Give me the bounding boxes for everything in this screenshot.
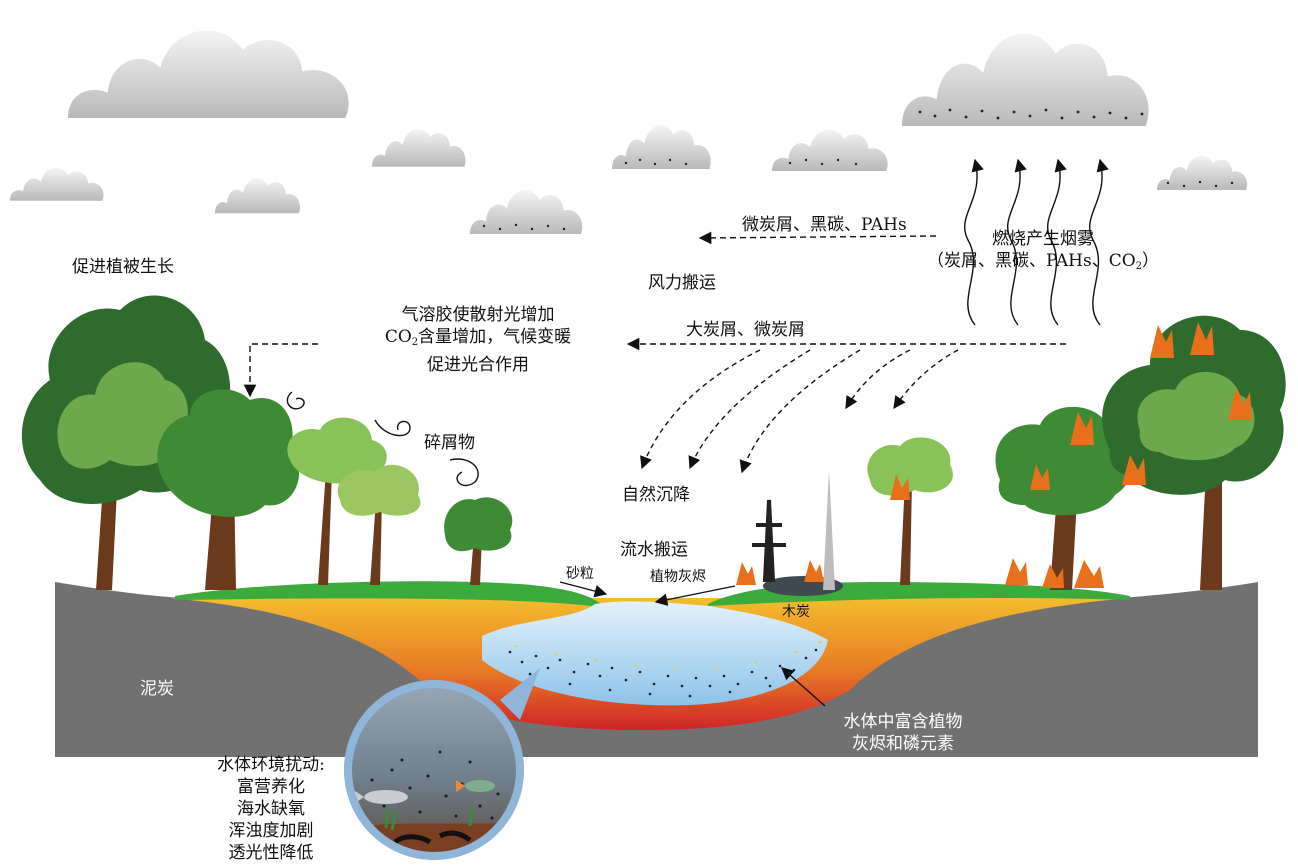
arrow-settle-1 [640,349,761,470]
label-water-transport: 流水搬运 [620,540,688,560]
arrow-sand [559,581,608,598]
burnt-tree [752,470,835,590]
tree [995,406,1134,590]
left-forest [21,295,513,590]
arrow-smoke-4 [1088,158,1109,326]
fires [736,322,1252,588]
label-wind-transport: 风力搬运 [648,273,716,293]
tree [1102,315,1286,590]
swirl-1 [286,391,305,410]
smoke-line-1: 燃烧产生烟雾 [992,229,1094,249]
cloud-soot-dots [482,108,1234,231]
arrow-settle-4 [845,349,911,410]
cloud [1157,155,1248,190]
smoke-line-2: （炭屑、黑碳、PAHs、CO2） [926,251,1160,272]
lens-sediment [370,750,500,820]
water-rich-line-2: 灰烬和磷元素 [852,734,954,754]
label-promote-growth: 促进植被生长 [72,257,174,277]
arrow-smoke-3 [1046,158,1067,326]
label-sand: 砂粒 [566,566,594,582]
cloud [68,30,349,119]
arrow-settle-3 [739,349,861,474]
swirl-2 [374,419,411,437]
magnifier-lens [344,668,540,860]
tree [337,464,421,585]
aerosol-line-1: 气溶胶使散射光增加 [401,305,555,325]
arrow-settle-2 [688,349,811,470]
water-body [482,601,828,706]
label-aerosol-effect: 气溶胶使散射光增加 CO2含量增加，气候变暖 促进光合作用 [368,304,588,376]
label-water-rich: 水体中富含植物 灰烬和磷元素 [818,711,988,755]
disturb-line-3: 海水缺氧 [237,799,305,819]
tree [287,417,387,585]
label-micro-charcoal: 微炭屑、黑碳、PAHs [742,215,907,235]
cloud [215,178,301,214]
cloud [902,33,1149,127]
label-big-charcoal: 大炭屑、微炭屑 [686,320,805,340]
ash-dots [514,640,822,670]
label-debris: 碎屑物 [424,433,475,453]
label-peat: 泥炭 [140,679,174,699]
fish-orange [456,780,495,792]
disturb-line-2: 富营养化 [237,777,305,797]
tree [444,497,513,585]
disturb-line-1: 水体环境扰动: [217,755,325,775]
process-arrows [243,158,1109,707]
cloud [10,167,104,201]
arrow-smoke-2 [1006,158,1027,326]
water-rich-line-1: 水体中富含植物 [843,712,963,732]
label-water-disturbance: 水体环境扰动: 富营养化 海水缺氧 浑浊度加剧 透光性降低 [196,754,346,864]
tree [157,389,300,590]
cloud [372,128,466,167]
label-natural-settling: 自然沉降 [622,485,690,505]
lens-pointer [500,668,540,720]
arrow-ash [654,585,736,606]
disturb-line-4: 浑浊度加剧 [228,821,314,841]
arrow-settle-5 [893,349,959,410]
aerosol-line-2: CO2含量增加，气候变暖 [384,327,572,348]
disturb-line-5: 透光性降低 [228,843,314,863]
cloud [470,190,583,234]
arrow-growth [243,343,318,398]
ground [55,576,1258,757]
tree [867,437,953,585]
aerosol-line-3: 促进光合作用 [427,355,529,375]
right-forest [736,315,1286,590]
label-smoke: 燃烧产生烟雾 （炭屑、黑碳、PAHs、CO2） [908,228,1178,278]
cloud [772,129,888,171]
swirl-3 [449,458,479,487]
clouds [10,30,1248,234]
arrow-wind-micro [698,231,937,245]
label-charcoal: 木炭 [782,604,810,620]
arrow-water-rich [781,667,826,707]
grass-left [175,581,605,608]
label-plant-ash: 植物灰烬 [650,569,706,585]
arrow-smoke-1 [963,158,984,326]
